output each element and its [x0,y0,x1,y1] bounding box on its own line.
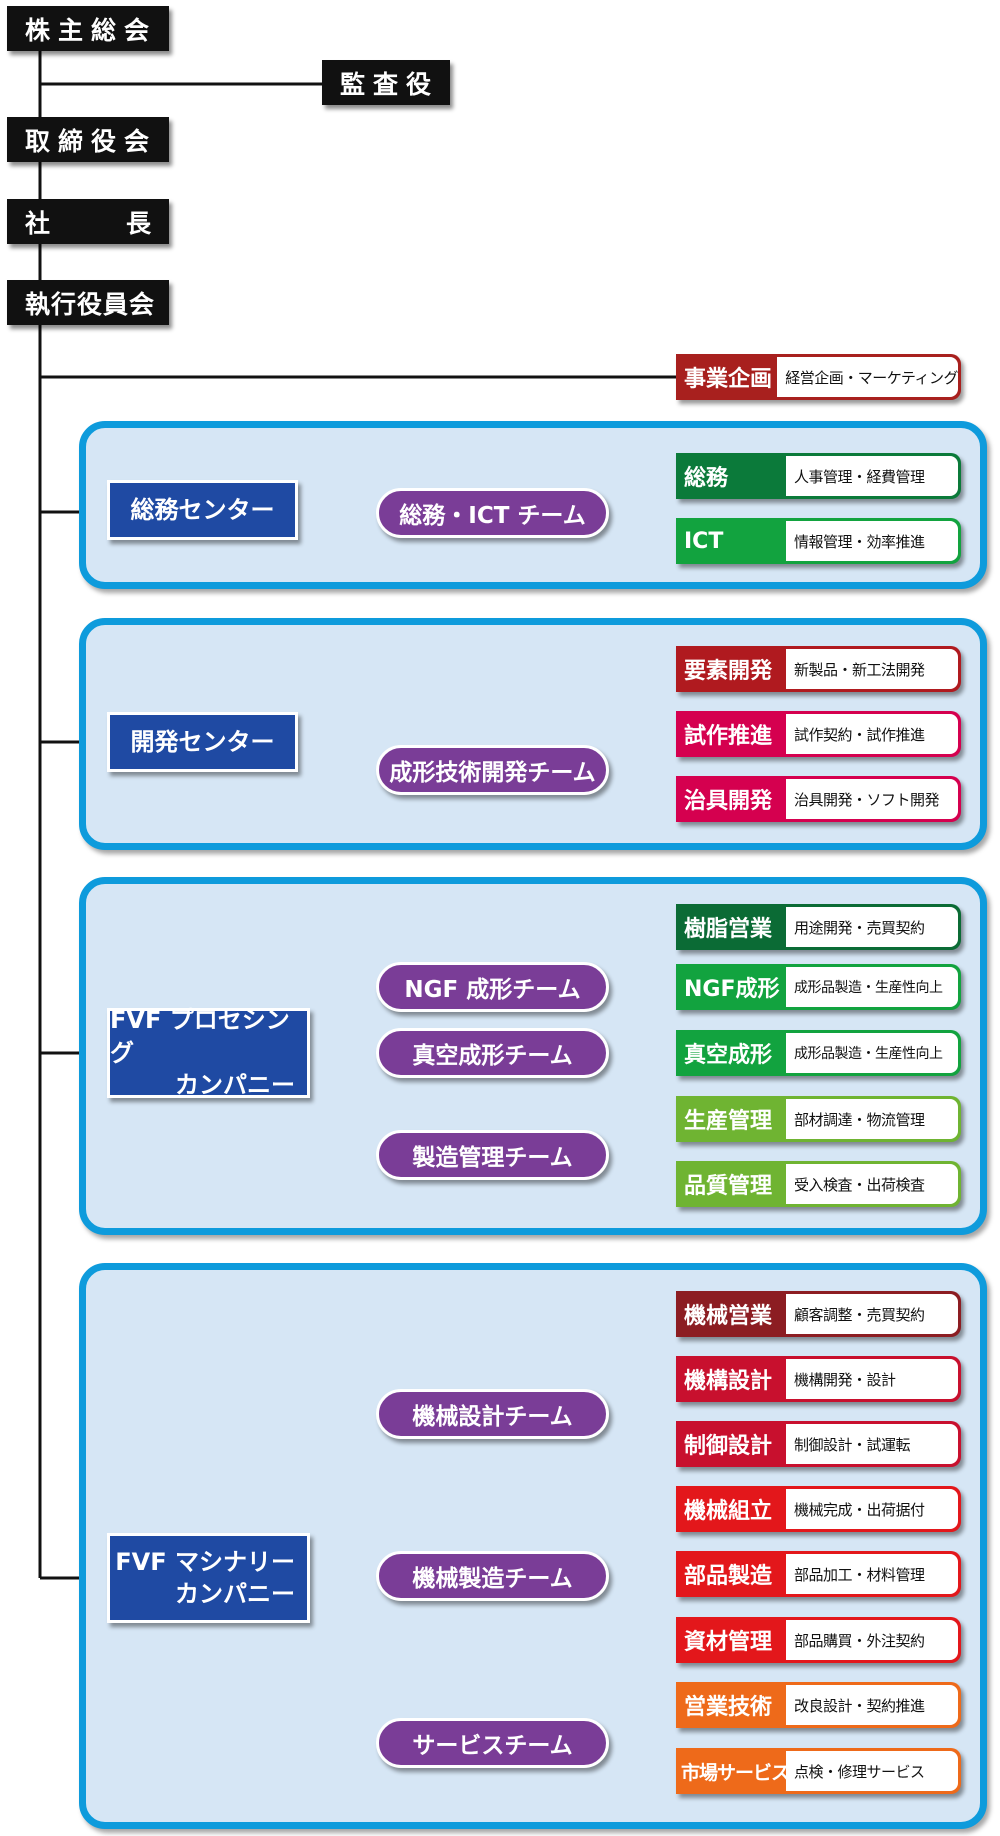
unit-ict: ICT 情報管理・効率推進 [676,518,961,564]
development-center-box: 開発センター [107,712,298,772]
unit-desc: 人事管理・経費管理 [786,456,958,496]
processing-company-box: FVF プロセシング カンパニー [107,1006,310,1100]
unit-jig-development: 治具開発 治具開発・ソフト開発 [676,776,961,822]
unit-mechanism-design: 機構設計 機構開発・設計 [676,1356,961,1402]
unit-desc: 顧客調整・売買契約 [786,1294,958,1334]
unit-machine-assembly: 機械組立 機械完成・出荷据付 [676,1486,961,1532]
unit-desc: 機械完成・出荷据付 [786,1489,958,1529]
unit-sales-engineering: 営業技術 改良設計・契約推進 [676,1682,961,1728]
unit-control-design: 制御設計 制御設計・試運転 [676,1421,961,1467]
board-of-directors-box: 取締役会 [7,117,169,162]
president-label-left: 社 [25,208,51,238]
unit-parts-manufacturing: 部品製造 部品加工・材料管理 [676,1551,961,1597]
company-name-line2: カンパニー [175,1071,295,1100]
unit-desc: 改良設計・契約推進 [786,1685,958,1725]
unit-label: 機構設計 [684,1369,773,1394]
team-ngf-molding: NGF 成形チーム [376,962,609,1012]
team-manufacturing-management: 製造管理チーム [376,1130,609,1180]
unit-desc: 部材調達・物流管理 [786,1099,958,1139]
center-name: 開発センター [130,727,275,756]
unit-element-development: 要素開発 新製品・新工法開発 [676,646,961,692]
unit-desc: 用途開発・売買契約 [786,907,958,947]
team-vacuum-molding: 真空成形チーム [376,1028,609,1078]
unit-desc: 受入検査・出荷検査 [786,1164,958,1204]
unit-label: 治具開発 [684,789,773,814]
president-label-right: 長 [125,208,151,238]
unit-business-planning: 事業企画 経営企画・マーケティング [676,354,961,400]
unit-label: 制御設計 [684,1434,773,1459]
unit-label: ICT [684,528,724,554]
unit-materials-management: 資材管理 部品購買・外注契約 [676,1617,961,1663]
team-machine-manufacturing: 機械製造チーム [376,1551,609,1601]
company-name-line1: FVF プロセシング [110,1006,290,1067]
unit-field-service: 市場サービス 点検・修理サービス [676,1748,961,1794]
unit-vacuum-molding: 真空成形 成形品製造・生産性向上 [676,1030,961,1076]
team-service: サービスチーム [376,1718,609,1768]
center-name: 総務センター [130,495,275,524]
team-machine-design: 機械設計チーム [376,1389,609,1439]
unit-desc: 成形品製造・生産性向上 [786,1033,958,1073]
unit-desc: 治具開発・ソフト開発 [786,779,958,819]
unit-label: 真空成形 [684,1043,773,1068]
unit-ngf-molding: NGF成形 成形品製造・生産性向上 [676,964,961,1010]
unit-general-affairs: 総務 人事管理・経費管理 [676,453,961,499]
unit-resin-sales: 樹脂営業 用途開発・売買契約 [676,904,961,950]
unit-desc: 情報管理・効率推進 [786,521,958,561]
company-name-line2: カンパニー [175,1580,295,1608]
unit-desc: 部品購買・外注契約 [786,1620,958,1660]
unit-label: 生産管理 [684,1109,773,1134]
president-box: 社 長 [7,199,169,244]
unit-desc: 制御設計・試運転 [786,1424,958,1464]
unit-label: 試作推進 [684,724,773,749]
unit-label: 要素開発 [684,659,773,684]
unit-desc: 点検・修理サービス [786,1751,958,1791]
team-general-affairs-ict: 総務・ICT チーム [376,488,609,538]
company-name-line1: FVF マシナリー [115,1547,295,1576]
unit-label: 資材管理 [684,1630,773,1655]
unit-label: 市場サービス [681,1761,790,1784]
unit-label: 部品製造 [684,1564,773,1589]
unit-desc: 機構開発・設計 [786,1359,958,1399]
unit-label: NGF成形 [684,977,780,1002]
unit-desc: 試作契約・試作推進 [786,714,958,754]
unit-desc: 新製品・新工法開発 [786,649,958,689]
unit-quality-management: 品質管理 受入検査・出荷検査 [676,1161,961,1207]
general-affairs-center-box: 総務センター [107,480,298,540]
unit-machine-sales: 機械営業 顧客調整・売買契約 [676,1291,961,1337]
machinery-company-box: FVF マシナリー カンパニー [107,1533,310,1623]
unit-desc: 部品加工・材料管理 [786,1554,958,1594]
unit-label: 樹脂営業 [684,917,773,942]
unit-label: 事業企画 [684,367,773,392]
unit-desc: 成形品製造・生産性向上 [786,967,958,1007]
executive-committee-box: 執行役員会 [7,280,169,325]
team-molding-tech-development: 成形技術開発チーム [376,745,609,795]
auditor-box: 監査役 [322,60,450,105]
unit-label: 営業技術 [684,1695,773,1720]
unit-label: 機械営業 [684,1304,773,1329]
unit-label: 品質管理 [684,1174,773,1199]
unit-label: 機械組立 [684,1499,773,1524]
shareholders-meeting-box: 株主総会 [7,6,169,51]
unit-production-management: 生産管理 部材調達・物流管理 [676,1096,961,1142]
unit-desc: 経営企画・マーケティング [777,357,958,397]
unit-prototype-promotion: 試作推進 試作契約・試作推進 [676,711,961,757]
unit-label: 総務 [684,466,729,491]
